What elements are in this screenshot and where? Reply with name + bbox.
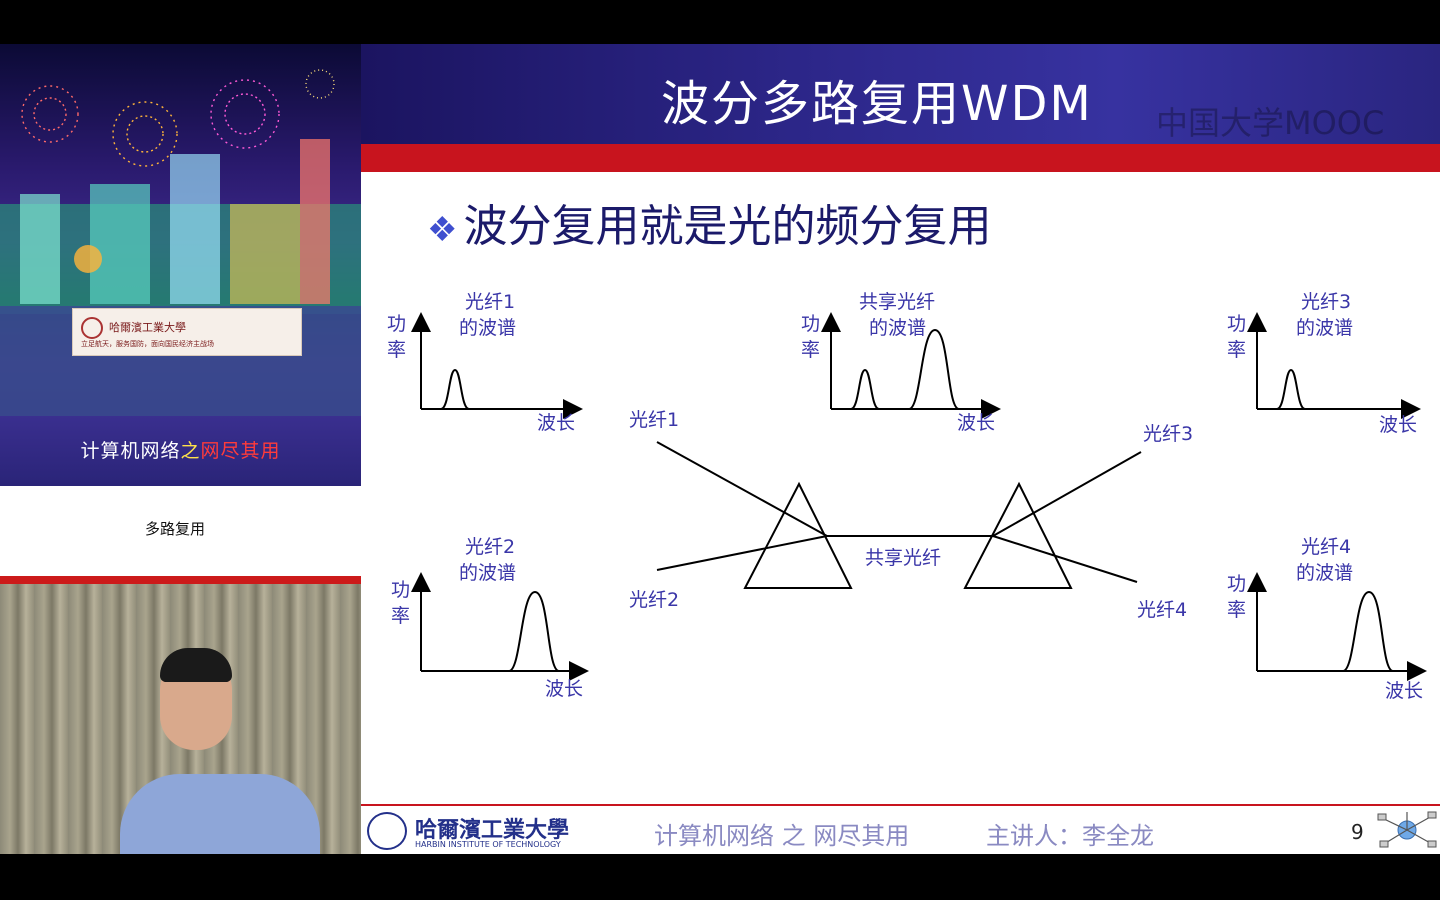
spectrum-fiber2-title-1: 光纤2	[465, 536, 515, 558]
fiber2-label: 光纤2	[629, 589, 679, 611]
slide-footer: 哈爾濱工業大學 HARBIN INSTITUTE OF TECHNOLOGY 计…	[361, 806, 1440, 854]
spectrum-fiber4-title-2: 的波谱	[1296, 562, 1353, 584]
slide-bullet: ❖波分复用就是光的频分复用	[427, 190, 991, 254]
spectrum-fiber4: 光纤4 的波谱 功 率 波长	[1227, 536, 1427, 702]
fiber3-line	[992, 451, 1142, 537]
spectrum-fiber1-title-2: 的波谱	[459, 317, 516, 339]
fiber1-label: 光纤1	[629, 409, 679, 431]
lecturer-shirt	[120, 774, 320, 854]
spectrum-fiber4-power-1: 功	[1227, 573, 1246, 595]
spectrum-shared-title-1: 共享光纤	[859, 291, 935, 313]
header-red-bar	[361, 144, 1440, 172]
shared-fiber-label: 共享光纤	[865, 547, 941, 569]
bullet-text: 波分复用就是光的频分复用	[463, 201, 992, 252]
fiber4-line	[992, 535, 1138, 583]
spectrum-fiber3-power-2: 率	[1227, 339, 1246, 361]
footer-university-cn: 哈爾濱工業大學	[415, 817, 570, 843]
diamond-bullet-icon: ❖	[427, 210, 458, 250]
firework-1	[21, 85, 79, 143]
spectrum-fiber2-power-1: 功	[391, 579, 410, 601]
spectrum-fiber3-title-1: 光纤3	[1301, 291, 1351, 313]
fiber1-line	[656, 441, 828, 537]
spectrum-fiber2-wavelength: 波长	[545, 678, 583, 700]
wdm-diagram: 光纤1 的波谱 功 率 波长 共享光纤 的波谱 功 率 波长	[387, 291, 1427, 702]
spectrum-fiber4-title-1: 光纤4	[1301, 536, 1351, 558]
spectrum-fiber3-title-2: 的波谱	[1296, 317, 1353, 339]
spectrum-shared-title-2: 的波谱	[869, 317, 926, 339]
multiplexer-prism	[743, 481, 853, 589]
spectrum-shared: 共享光纤 的波谱 功 率 波长	[801, 291, 1001, 434]
footer-university-en: HARBIN INSTITUTE OF TECHNOLOGY	[415, 840, 561, 849]
footer-course: 计算机网络 之 网尽其用	[654, 822, 910, 850]
chapter-panel: 多路复用	[0, 486, 361, 576]
hit-logo-icon	[367, 812, 407, 850]
spectrum-fiber1-power-2: 率	[387, 339, 406, 361]
left-panel: 哈爾濱工業大學 立足航天，服务国防，面向国民经济主战场 计算机网络之网尽其用 多…	[0, 44, 361, 854]
network-globe-icon	[1377, 811, 1437, 848]
hit-card-motto: 立足航天，服务国防，面向国民经济主战场	[81, 340, 214, 348]
hit-emblem-card: 哈爾濱工業大學 立足航天，服务国防，面向国民经济主战场	[72, 308, 302, 356]
demultiplexer-prism	[963, 481, 1073, 589]
harbin-ice-festival-image	[0, 69, 361, 416]
spectrum-fiber2-power-2: 率	[391, 605, 410, 627]
page-number: 9	[1351, 820, 1364, 844]
fiber2-line	[656, 535, 828, 571]
spectrum-shared-wavelength: 波长	[957, 412, 995, 434]
spectrum-shared-power-2: 率	[801, 339, 820, 361]
spectrum-fiber1: 光纤1 的波谱 功 率 波长	[387, 291, 583, 434]
slide-header: 波分多路复用WDM 中国大学MOOC	[361, 44, 1440, 144]
spectrum-fiber1-wavelength: 波长	[537, 412, 575, 434]
fiber4-label: 光纤4	[1137, 599, 1187, 621]
banner-title-strip	[0, 416, 361, 486]
video-top-border	[0, 576, 361, 584]
wdm-links: 光纤1 光纤2 光纤3 光纤4 共享光纤	[629, 409, 1193, 621]
spectrum-fiber3: 光纤3 的波谱 功 率 波长	[1227, 291, 1421, 436]
chapter-label: 多路复用	[145, 520, 206, 538]
footer-red-line	[361, 804, 1440, 806]
mooc-watermark: 中国大学MOOC	[1156, 104, 1385, 142]
spectrum-fiber3-power-1: 功	[1227, 313, 1246, 335]
spectrum-fiber1-title-1: 光纤1	[465, 291, 515, 313]
firework-2	[112, 101, 178, 167]
footer-lecturer: 主讲人：李全龙	[986, 822, 1154, 850]
spectrum-fiber3-wavelength: 波长	[1379, 414, 1417, 436]
spectrum-fiber2-title-2: 的波谱	[459, 562, 516, 584]
firework-3	[210, 79, 280, 149]
spectrum-fiber1-power-1: 功	[387, 313, 406, 335]
spectrum-fiber2: 光纤2 的波谱 功 率 波长	[391, 536, 589, 700]
spectrum-shared-power-1: 功	[801, 313, 820, 335]
lecture-slide: 波分多路复用WDM 中国大学MOOC ❖波分复用就是光的频分复用 光纤1 的波谱…	[361, 44, 1440, 854]
course-banner: 哈爾濱工業大學 立足航天，服务国防，面向国民经济主战场 计算机网络之网尽其用	[0, 44, 361, 486]
spectrum-fiber4-wavelength: 波长	[1385, 680, 1423, 702]
spectrum-fiber4-power-2: 率	[1227, 599, 1246, 621]
banner-course-title: 计算机网络之网尽其用	[80, 440, 281, 462]
slide-title: 波分多路复用WDM	[661, 76, 1093, 132]
lecturer-video[interactable]	[0, 584, 361, 854]
hit-card-name: 哈爾濱工業大學	[109, 321, 186, 334]
lecturer-hair	[160, 648, 232, 682]
hit-seal-icon	[81, 317, 103, 339]
fiber3-label: 光纤3	[1143, 423, 1193, 445]
